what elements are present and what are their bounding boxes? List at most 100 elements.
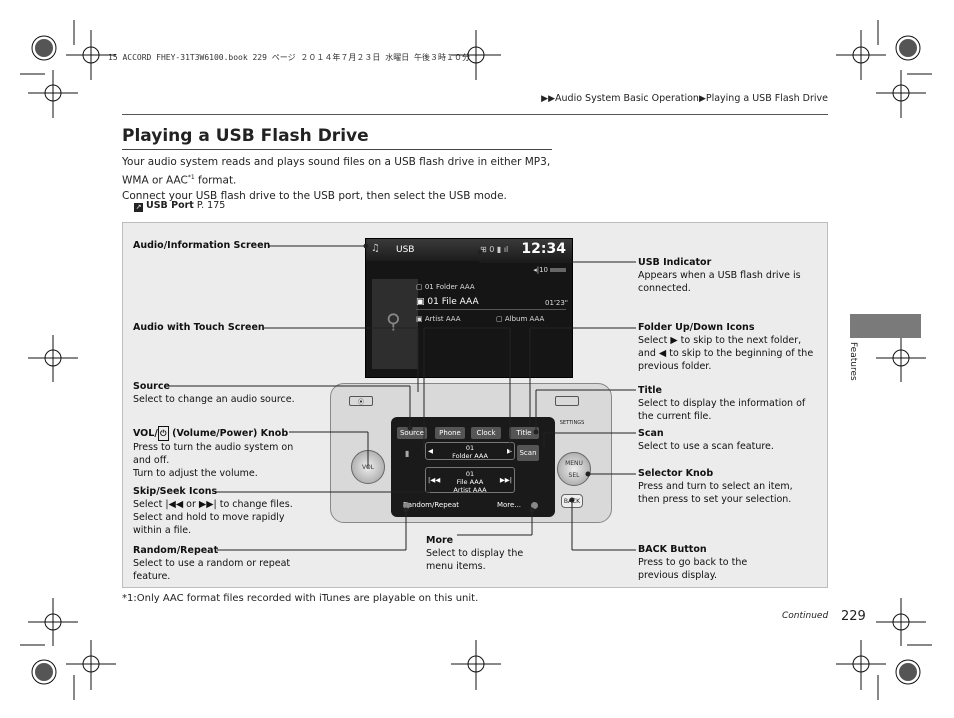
intro-text-part: WMA or AAC [122,174,188,187]
callout-desc: Press to turn the audio system on and of… [133,442,294,466]
skip-forward-icon[interactable]: ▶▶| [499,476,512,484]
selector-knob[interactable]: MENU SEL [557,452,591,486]
callout-desc: Appears when a USB flash drive is connec… [638,270,801,294]
music-note-icon: ♫ [371,243,380,254]
file-number: 01 [427,297,439,307]
callout-desc-part: to skip to the beginning of the previous… [638,348,814,372]
callout-desc-part: or [183,499,199,510]
screen-header [366,239,572,261]
callout-title-part: (Volume/Power) Knob [168,428,289,439]
header-rule [122,114,828,115]
cross-reference[interactable]: ↗USB Port P. 175 [134,200,225,212]
callout-desc-part: Select [638,335,671,346]
xref-icon: ↗ [134,203,143,212]
callout-desc: Select to display the information of the… [638,398,806,422]
source-button[interactable]: Source [397,427,427,439]
continued-label: Continued [782,611,829,621]
breadcrumb-item[interactable]: Audio System Basic Operation [555,93,699,104]
intro-text-part: format. [194,174,237,187]
callout-audio-info-screen: Audio/Information Screen [133,239,270,252]
callout-title: Scan [638,428,664,439]
skip-back-icon[interactable]: |◀◀ [428,476,441,484]
folder-row[interactable]: ▢ 01 Folder AAA [416,283,475,291]
volume-level: ◂|10 [533,266,548,274]
callout-title: Title [638,385,662,396]
callout-title: USB Indicator [638,257,712,268]
callout-title-part: VOL/ [133,428,158,439]
settings-button[interactable]: SETTINGS [559,420,585,426]
unit-folder-number: 01 [465,444,475,452]
callout-desc: Select to use a scan feature. [638,441,774,452]
usb-symbol-icon: ⚲ [386,309,401,333]
phone-button[interactable]: Phone [435,427,465,439]
intro-line: Your audio system reads and plays sound … [122,156,551,168]
volume-bar [550,268,566,272]
scan-button[interactable]: Scan [517,445,539,461]
random-repeat-button[interactable]: Random/Repeat [403,501,459,509]
more-button[interactable]: More... [496,501,522,509]
section-tab [850,314,921,338]
skip-back-icon: |◀◀ [165,499,184,510]
power-icon: ⏻ [157,426,169,441]
elapsed-time: 01'23" [545,299,568,307]
callout-folder-updown: Folder Up/Down Icons Select ▶ to skip to… [638,321,818,373]
callout-title: Skip/Seek Icons [133,486,218,497]
intro-line: WMA or AAC*1 format. [122,170,562,189]
callout-desc: Select |◀◀ or ▶▶| to change files. [133,498,313,511]
album-name: Album AAA [504,315,545,323]
callout-desc: Turn to adjust the volume. [133,468,258,479]
callout-desc: Select to display the menu items. [426,548,524,572]
callout-desc: Select to use a random or repeat feature… [133,558,291,582]
artist-name: Artist AAA [424,315,461,323]
folder-down-icon[interactable]: ◀ [428,447,433,455]
usb-icon: ▮ [405,449,410,458]
callout-desc: Press and turn to select an item, then p… [638,481,793,505]
title-button[interactable]: Title [509,427,539,439]
clock-button[interactable]: Clock [471,427,501,439]
more-knob[interactable] [531,502,538,509]
artist-row[interactable]: ▣ Artist AAA [416,315,461,323]
intro-text: Your audio system reads and plays sound … [122,155,562,204]
touch-screen: Source Phone Clock Title Scan ▮ ◀ 01 Fol… [391,417,555,517]
footnote-ref: *1 [187,174,195,181]
breadcrumb-item[interactable]: Playing a USB Flash Drive [705,93,828,104]
callout-vol-knob: VOL/⏻ (Volume/Power) Knob Press to turn … [133,426,308,480]
skip-forward-icon: ▶▶| [198,499,217,510]
album-row[interactable]: ▢ Album AAA [496,315,545,323]
menu-label: MENU [565,460,583,467]
page-title: Playing a USB Flash Drive [122,126,369,146]
sel-label: SEL [568,472,580,479]
file-row[interactable]: ▣ 01 File AAA [416,297,479,307]
callout-audio-touch-screen: Audio with Touch Screen [133,321,265,334]
footnote: *1:Only AAC format files recorded with i… [122,593,479,604]
folder-name: Folder AAA [436,283,475,291]
intro-line: Connect your USB flash drive to the USB … [122,189,507,202]
breadcrumb: ▶▶Audio System Basic Operation▶Playing a… [541,93,828,104]
unit-artist-name: Artist AAA [453,486,487,494]
hazard-button[interactable]: ⦿ [349,396,373,406]
callout-desc-part: Select [133,499,166,510]
breadcrumb-arrow-icon: ▶▶ [541,94,556,104]
eject-button[interactable] [555,396,579,406]
audio-info-screen: ♫ USB ⊞ 0 ▮ ıl 12:34 ◂|10 ⚲ ▢ 01 Folder … [365,238,573,378]
unit-file-name: File AAA [456,478,484,486]
callout-desc: Select and hold to move rapidly within a… [133,512,285,536]
unit-folder-name: Folder AAA [452,452,488,460]
callout-title: Audio with Touch Screen [133,322,265,333]
title-underline [122,149,552,150]
callout-title: BACK Button [638,544,707,555]
unit-file-number: 01 [465,470,475,478]
screen-mode: USB [396,245,415,255]
callout-title: VOL/⏻ (Volume/Power) Knob [133,426,308,441]
random-knob[interactable] [403,502,410,509]
callout-title: Random/Repeat [133,545,219,556]
usb-thumbnail: ⚲ [372,279,418,369]
